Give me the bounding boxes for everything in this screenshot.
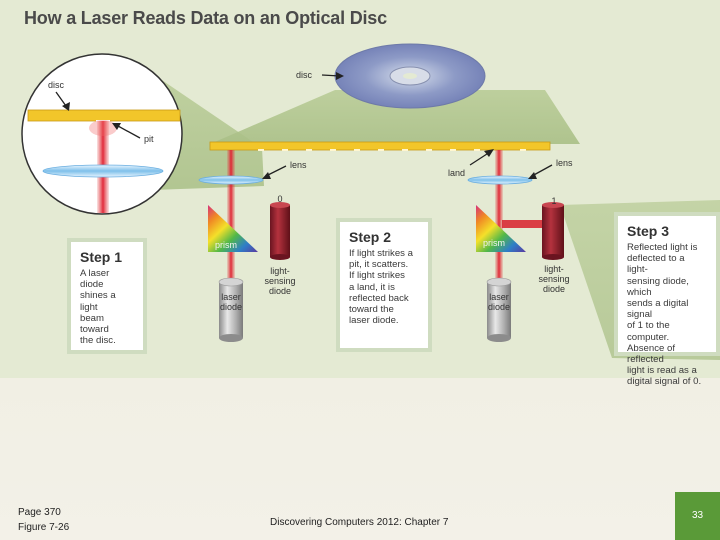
step-3-line: digital signal of 0. [627, 376, 702, 388]
disc-hole [403, 73, 417, 79]
sensing-diode-1-bottom [270, 254, 290, 260]
disc-arrow-head [336, 72, 344, 80]
sensing-diode-1 [270, 205, 290, 257]
step-3-title: Step 3 [627, 223, 670, 239]
lens-2 [467, 175, 533, 185]
laser-diode-1-top [218, 277, 244, 287]
label-signal-1: 1 [551, 196, 557, 206]
label-laser-diode-1-line: diode [219, 302, 243, 312]
lens-2-arrow [531, 164, 553, 177]
step-2-card: Step 2 If light strikes a pit, it scatte… [336, 218, 432, 352]
lens-1 [198, 175, 264, 185]
page-reference: Page 370 Figure 7-26 [18, 505, 69, 535]
label-laser-diode-2-line: laser [489, 292, 509, 302]
step-2-line: If light strikes [349, 270, 405, 282]
label-laser-diode-2: laser diode [484, 292, 514, 312]
zoom-track [27, 109, 181, 122]
lens-2-arrow-head [528, 172, 537, 179]
page-ref: Page 370 [18, 507, 61, 518]
step-1-card: Step 1 A laser diode shines a light beam… [67, 238, 147, 354]
step-3-line: sends a digital signal [627, 298, 689, 321]
step-3-line: sensing diode, which [627, 275, 689, 298]
label-sensing-diode-2: light- sensing diode [534, 264, 574, 294]
footer-area [0, 378, 720, 540]
step-2-text: If light strikes a pit, it scatters. If … [349, 248, 420, 326]
step-1-line: the disc. [80, 335, 116, 347]
step-1-text: A laser diode shines a light beam toward… [80, 268, 135, 346]
laser-diode-2-bottom [487, 334, 511, 342]
pit-arrow-head [112, 123, 121, 130]
label-sensing-diode-1: light- sensing diode [260, 266, 300, 296]
step-2-title: Step 2 [349, 229, 392, 245]
figure-ref: Figure 7-26 [18, 522, 70, 533]
lens-1-arrow [265, 165, 287, 177]
label-lens-1: lens [290, 160, 307, 170]
disc-zoom-arrow [55, 91, 67, 107]
step-3-line: light is read as a [627, 365, 697, 377]
label-pit: pit [144, 134, 154, 144]
disc-cone [210, 90, 580, 144]
reflected-beam [502, 220, 542, 228]
beam-2 [495, 150, 503, 290]
step-1-line: shines a light [80, 290, 116, 313]
zoom-cone [150, 72, 264, 190]
sensing-diode-2 [542, 205, 564, 257]
disc-zoom-arrow-head [62, 102, 70, 111]
label-laser-diode-1: laser diode [216, 292, 246, 312]
label-prism-2: prism [483, 238, 505, 248]
step-2-line: If light strikes a [349, 248, 413, 259]
step-3-card: Step 3 Reflected light is deflected to a… [614, 212, 720, 387]
label-prism-1: prism [215, 240, 237, 250]
prism-2 [476, 205, 526, 252]
label-disc-zoom: disc [48, 80, 65, 90]
step-2-line: toward the [349, 304, 394, 316]
laser-diode-1 [219, 282, 243, 338]
laser-diode-2-top [486, 277, 512, 287]
label-sensing-diode-1-line: light- [270, 266, 290, 276]
label-disc-main: disc [296, 70, 313, 80]
zoom-scatter [89, 120, 117, 136]
label-land: land [448, 168, 466, 178]
step-2-line: pit, it scatters. [349, 259, 409, 271]
step-1-line: beam toward [80, 312, 109, 336]
step-3-line: Reflected light is [627, 242, 698, 253]
step-2-line: reflected back [349, 292, 409, 304]
label-lens-2: lens [556, 158, 573, 168]
slide-number: 33 [675, 492, 720, 540]
step-1-title: Step 1 [80, 249, 123, 265]
disc-track [209, 141, 551, 151]
prism-1 [208, 205, 258, 252]
label-laser-diode-2-line: diode [487, 302, 511, 312]
label-sensing-diode-2-line: diode [542, 284, 566, 294]
track-pits [258, 149, 526, 151]
beam-1 [227, 150, 235, 290]
label-sensing-diode-2-line: light- [544, 264, 564, 274]
label-signal-0: 0 [277, 194, 283, 204]
step-2-line: a land, it is [349, 281, 395, 293]
step-1-line: A laser diode [80, 268, 110, 291]
sensing-diode-2-top [542, 202, 564, 208]
label-sensing-diode-1-line: diode [268, 286, 292, 296]
laser-diode-1-bottom [219, 334, 243, 342]
sensing-diode-1-top [270, 202, 290, 208]
pit-arrow [117, 125, 141, 139]
zoom-lens [42, 164, 164, 178]
figure-title: How a Laser Reads Data on an Optical Dis… [24, 8, 387, 28]
step-2-line: laser diode. [349, 315, 399, 327]
lens-1-arrow-head [262, 172, 271, 179]
label-sensing-diode-1-line: sensing [264, 276, 296, 286]
step-3-line: Absence of reflected [627, 342, 676, 366]
sensing-diode-2-bottom [542, 254, 564, 260]
label-laser-diode-1-line: laser [221, 292, 241, 302]
laser-diode-2 [487, 282, 511, 338]
step-3-line: of 1 to the computer. [627, 320, 670, 343]
step-3-line: deflected to a light- [627, 253, 685, 276]
book-title: Discovering Computers 2012: Chapter 7 [270, 517, 449, 528]
step-3-text: Reflected light is deflected to a light-… [627, 242, 708, 388]
label-sensing-diode-2-line: sensing [538, 274, 570, 284]
land-arrow-head [484, 149, 494, 157]
